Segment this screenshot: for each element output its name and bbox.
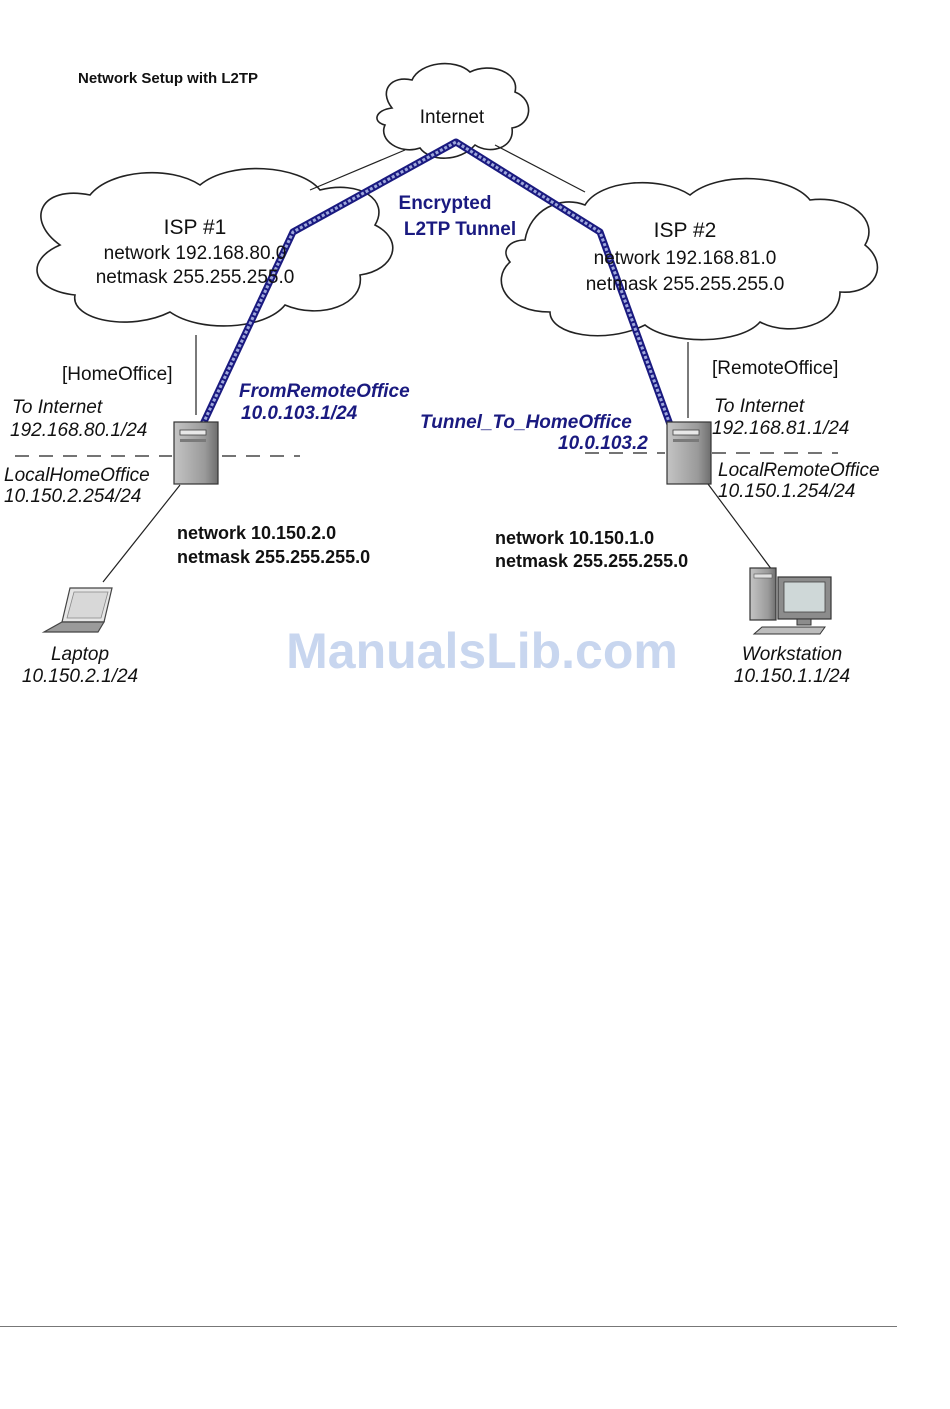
isp1-internet-link (309, 149, 406, 191)
isp1-cloud (36, 167, 394, 327)
l2tp-tunnel-path (199, 138, 676, 432)
remoteoffice-local-if-ip: 10.150.1.254/24 (718, 481, 855, 502)
remoteoffice-server-icon (666, 421, 712, 485)
isp2-network: network 192.168.81.0 (594, 248, 777, 269)
laptop-name: Laptop (51, 644, 109, 665)
remoteoffice-lan-netmask: netmask 255.255.255.0 (495, 551, 688, 571)
laptop-ip: 10.150.2.1/24 (22, 666, 138, 687)
remoteoffice-local-if-name: LocalRemoteOffice (718, 460, 880, 481)
homeoffice-lan-network: network 10.150.2.0 (177, 523, 336, 543)
workstation-icon (749, 567, 832, 635)
isp2-cloud (500, 177, 879, 341)
remoteoffice-internet-if-ip: 192.168.81.1/24 (712, 418, 849, 439)
isp1-netmask: netmask 255.255.255.0 (96, 267, 295, 288)
homeoffice-internet-if-ip: 192.168.80.1/24 (10, 420, 147, 441)
laptop-icon (41, 587, 113, 633)
remoteoffice-lan-network: network 10.150.1.0 (495, 528, 654, 548)
internet-cloud (376, 62, 530, 159)
homeoffice-local-if-name: LocalHomeOffice (4, 465, 150, 486)
homeoffice-tunnel-if-ip: 10.0.103.1/24 (241, 403, 358, 424)
workstation-name: Workstation (742, 644, 842, 665)
isp2-netmask: netmask 255.255.255.0 (586, 274, 785, 295)
tunnel-label-line1: Encrypted (399, 193, 492, 214)
tunnel-label-line2: L2TP Tunnel (404, 219, 516, 240)
remoteoffice-internet-if-name: To Internet (714, 396, 805, 417)
remoteoffice-tunnel-if-ip: 10.0.103.2 (558, 433, 648, 454)
workstation-ip: 10.150.1.1/24 (734, 666, 850, 687)
isp2-name: ISP #2 (654, 219, 717, 242)
isp1-name: ISP #1 (164, 216, 227, 239)
watermark-text: ManualsLib.com (286, 623, 678, 679)
homeoffice-lan-netmask: netmask 255.255.255.0 (177, 547, 370, 567)
remoteoffice-name: [RemoteOffice] (712, 358, 838, 379)
network-diagram: Network Setup with L2TP (4, 62, 880, 687)
internet-label: Internet (420, 107, 485, 128)
homeoffice-name: [HomeOffice] (62, 364, 173, 385)
homeoffice-server-icon (173, 421, 219, 485)
homeoffice-local-if-ip: 10.150.2.254/24 (4, 486, 141, 507)
homeoffice-internet-if-name: To Internet (12, 397, 103, 418)
page-footer-divider (0, 1326, 897, 1327)
isp1-network: network 192.168.80.0 (104, 243, 287, 264)
workstation-link (707, 483, 773, 571)
internet-isp2-link (494, 144, 586, 193)
remoteoffice-tunnel-if-name: Tunnel_To_HomeOffice (420, 412, 632, 433)
laptop-link (102, 484, 181, 583)
diagram-title: Network Setup with L2TP (78, 70, 258, 87)
homeoffice-tunnel-if-name: FromRemoteOffice (239, 381, 410, 402)
